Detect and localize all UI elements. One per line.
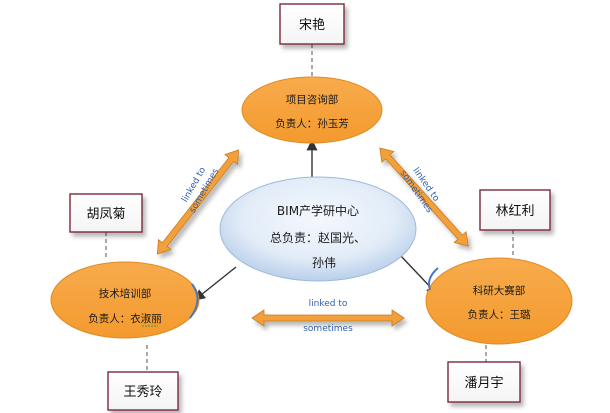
center-node: BIM产学研中心 总负责：赵国光、 孙伟 [219, 176, 417, 282]
link-bottom-word2: sometimes [303, 324, 353, 334]
person-box-left-top: 胡凤菊 [69, 193, 143, 233]
dept-node-left: 技术培训部 负责人：衣淑丽 [50, 261, 200, 339]
dept-right-leader: 负责人：王璐 [468, 308, 531, 321]
person-box-right-top: 林红利 [479, 189, 551, 231]
dept-node-right: 科研大赛部 负责人：王璐 [425, 257, 573, 345]
dept-left-name: 技术培训部 [99, 287, 152, 300]
person-right-bottom-name: 潘月宇 [464, 376, 503, 391]
dept-top-leader: 负责人：孙玉芳 [275, 117, 349, 130]
double-arrow-right [379, 147, 469, 247]
center-leader-line2: 孙伟 [312, 256, 336, 270]
center-title: BIM产学研中心 [277, 203, 359, 218]
dept-top-name: 项目咨询部 [286, 93, 339, 106]
double-arrow-left [156, 149, 240, 255]
link-label-left: linked to sometimes [180, 165, 221, 215]
person-box-top: 宋艳 [279, 3, 345, 45]
person-left-bottom-name: 王秀玲 [123, 385, 162, 400]
link-bottom-word1: linked to [309, 299, 348, 309]
person-top-name: 宋艳 [299, 17, 325, 33]
link-label-bottom: linked to sometimes [303, 299, 353, 334]
person-box-right-bottom: 潘月宇 [447, 361, 521, 403]
dept-left-leader: 负责人：衣淑丽 [88, 312, 162, 325]
connector-lines [105, 44, 514, 372]
dept-right-name: 科研大赛部 [473, 284, 526, 297]
double-arrow-bottom [251, 309, 405, 327]
center-leader-line1: 总负责：赵国光、 [270, 231, 366, 245]
person-right-top-name: 林红利 [495, 203, 534, 219]
person-box-left-bottom: 王秀玲 [107, 371, 179, 411]
person-left-top-name: 胡凤菊 [86, 207, 125, 222]
dept-node-top: 项目咨询部 负责人：孙玉芳 [241, 76, 383, 144]
